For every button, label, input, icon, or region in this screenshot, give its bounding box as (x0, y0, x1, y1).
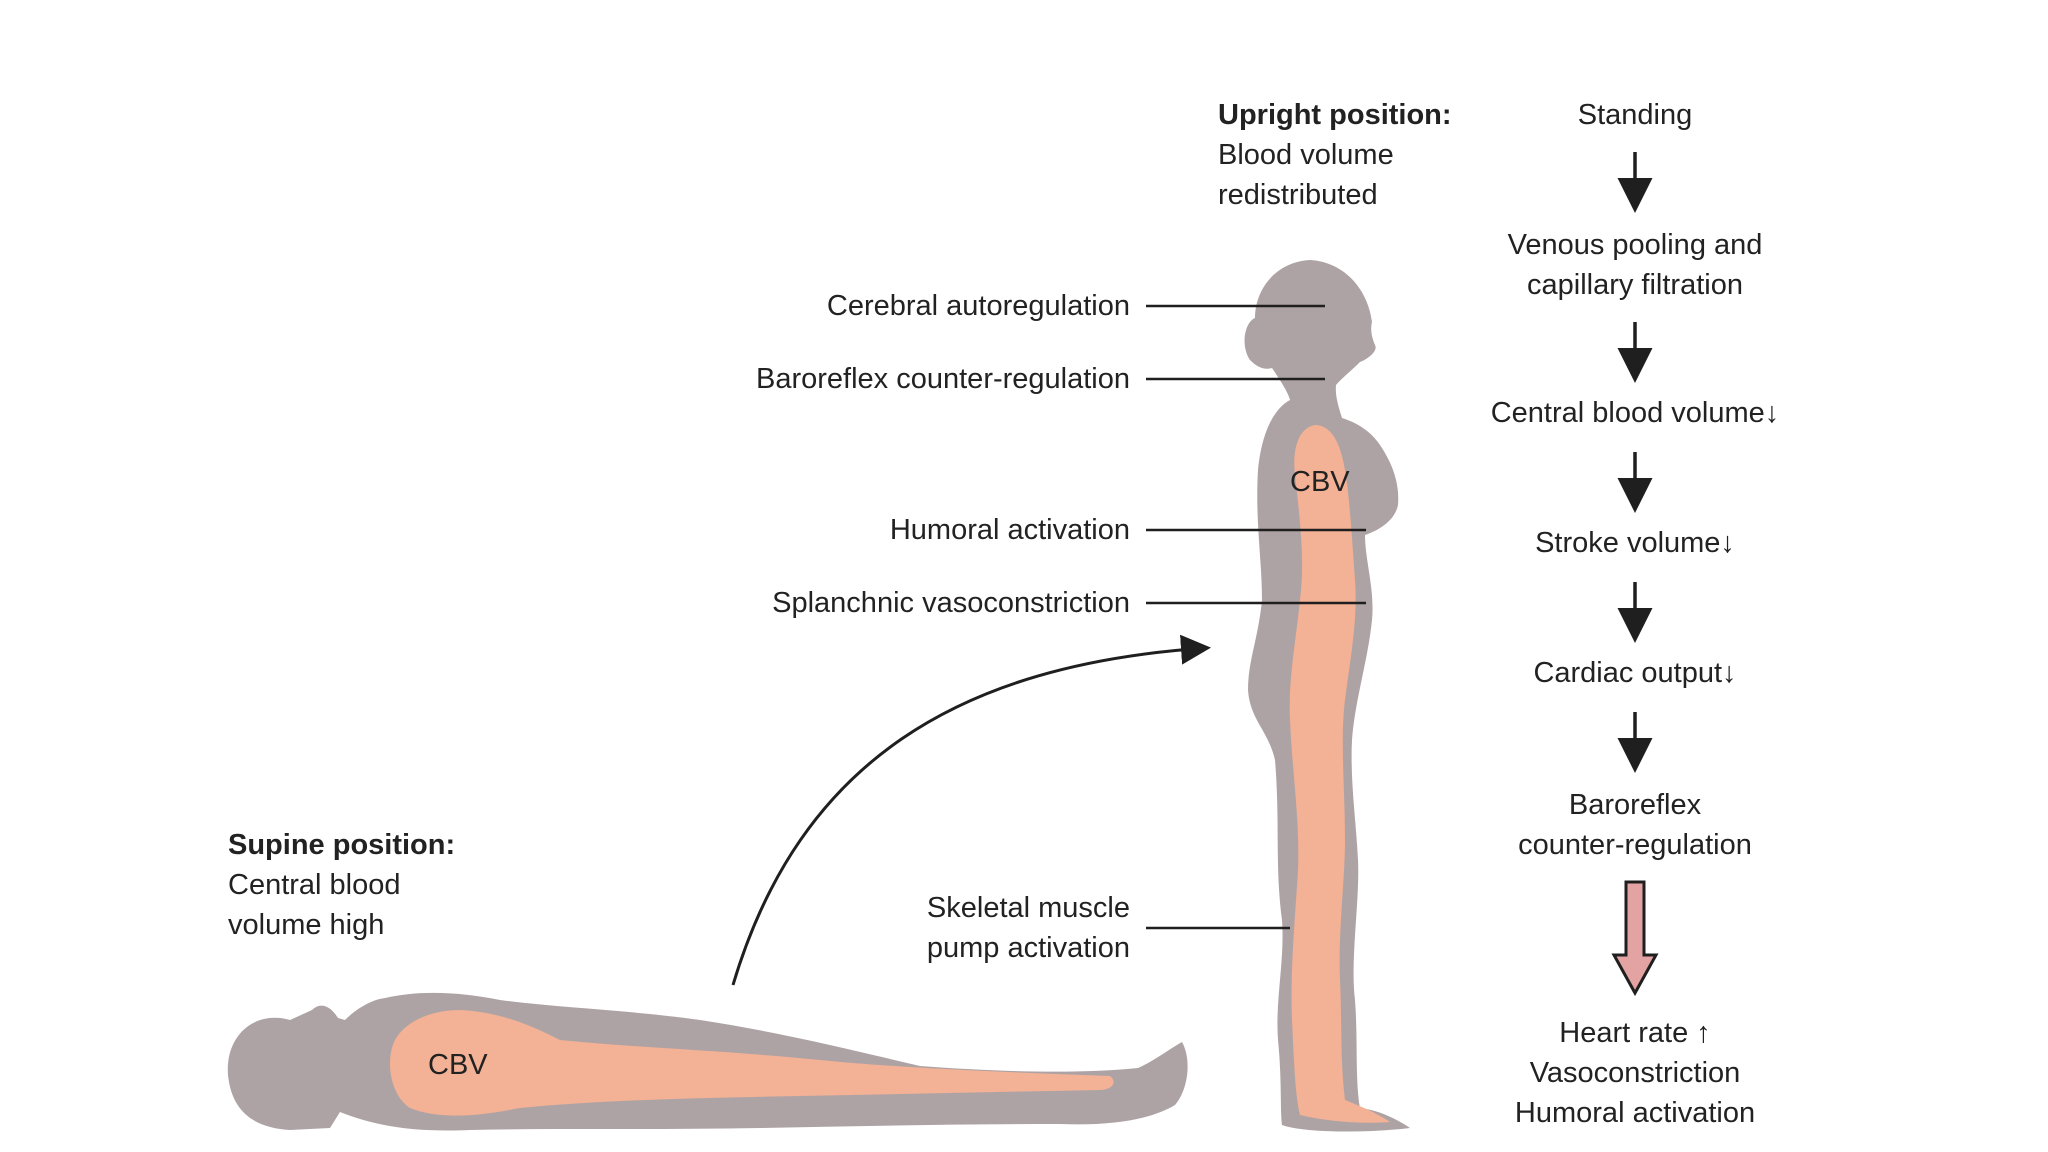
cascade-cardiac-output: Cardiac output↓ (1533, 657, 1737, 689)
cbv-upright-label: CBV (1290, 466, 1350, 498)
cascade-central-blood-volume: Central blood volume↓ (1490, 397, 1780, 429)
upright-heading: Upright position: (1218, 99, 1452, 131)
upright-line-2: redistributed (1218, 179, 1378, 211)
supine-heading: Supine position: (228, 829, 456, 861)
supine-line-2: volume high (228, 909, 385, 941)
transition-arrow (731, 634, 1211, 986)
cascade-venous-pooling: Venous pooling and capillary filtration (1508, 225, 1763, 305)
upright-line-1: Blood volume (1218, 139, 1394, 171)
label-skeletal-line-2: pump activation (926, 932, 1130, 964)
supine-line-1: Central blood (228, 869, 401, 901)
upright-figure (1244, 260, 1410, 1132)
supine-figure (227, 992, 1188, 1131)
upright-blood (1289, 425, 1390, 1123)
cascade-venous-line-1: Venous pooling and (1507, 229, 1763, 261)
label-cerebral-autoregulation: Cerebral autoregulation (826, 290, 1130, 322)
label-baroreflex-counter-regulation: Baroreflex counter-regulation (756, 363, 1130, 395)
supine-heading-block: Supine position: Central blood volume hi… (228, 825, 455, 945)
cascade-result: Heart rate ↑ Vasoconstriction Humoral ac… (1515, 1013, 1755, 1133)
cbv-supine-label: CBV (428, 1049, 488, 1081)
cascade-result-heart-rate: Heart rate ↑ (1559, 1017, 1711, 1049)
cascade-result-humoral: Humoral activation (1514, 1097, 1756, 1129)
cascade-venous-line-2: capillary filtration (1527, 269, 1743, 301)
leader-lines (1146, 304, 1366, 930)
label-skeletal-line-1: Skeletal muscle (926, 892, 1130, 924)
cascade-result-vasoconstriction: Vasoconstriction (1529, 1057, 1741, 1089)
result-big-arrow (1611, 880, 1659, 997)
label-skeletal-muscle-pump: Skeletal muscle pump activation (927, 888, 1130, 968)
cascade-stroke-volume: Stroke volume↓ (1535, 527, 1735, 559)
cascade-baroreflex-line-2: counter-regulation (1518, 829, 1752, 861)
cascade-standing: Standing (1577, 99, 1693, 131)
label-humoral-activation: Humoral activation (889, 514, 1130, 546)
label-splanchnic-vasoconstriction: Splanchnic vasoconstriction (772, 587, 1130, 619)
supine-blood (390, 1010, 1114, 1116)
cascade-baroreflex-line-1: Baroreflex (1568, 789, 1702, 821)
upright-heading-block: Upright position: Blood volume redistrib… (1218, 95, 1452, 215)
cascade-baroreflex: Baroreflex counter-regulation (1518, 785, 1752, 865)
